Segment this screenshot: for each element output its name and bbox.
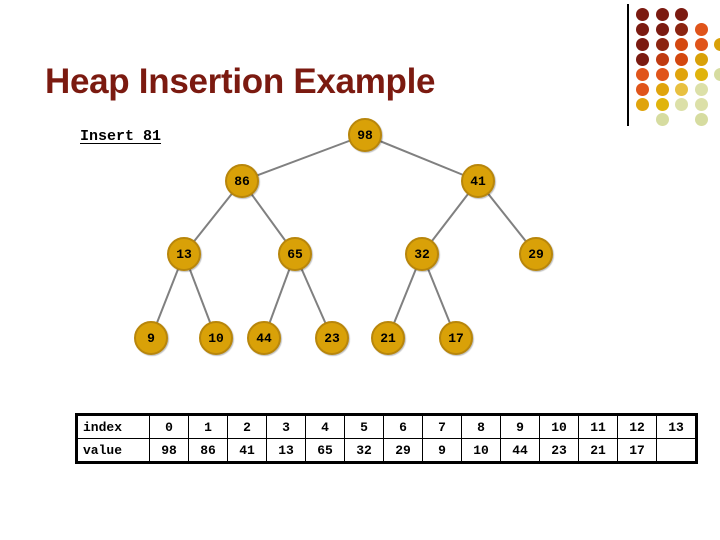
decorative-dot — [636, 68, 649, 81]
tree-node-label: 23 — [324, 330, 340, 346]
decorative-dot — [694, 38, 708, 51]
decorative-dot — [694, 83, 708, 96]
tree-node-label: 86 — [234, 173, 250, 189]
decorative-dot — [675, 53, 688, 66]
tree-node: 44 — [247, 321, 281, 355]
value-cell: 10 — [461, 438, 501, 463]
decorative-dot — [636, 23, 649, 36]
decorative-dot — [694, 98, 708, 111]
tree-edge — [241, 134, 366, 182]
decorative-dot — [694, 53, 708, 66]
decorative-dot — [636, 98, 649, 111]
decorative-dot — [694, 113, 708, 126]
tree-node-label: 65 — [287, 246, 303, 262]
index-cell: 13 — [656, 414, 697, 439]
tree-node: 21 — [371, 321, 405, 355]
decorative-dot — [655, 53, 669, 66]
index-cell: 9 — [500, 414, 540, 439]
tree-node-label: 21 — [380, 330, 396, 346]
tree-node-label: 44 — [256, 330, 272, 346]
decorative-dot — [675, 68, 688, 81]
decorative-dot — [655, 98, 669, 111]
value-cell: 17 — [617, 438, 657, 463]
tree-node: 17 — [439, 321, 473, 355]
tree-node-label: 9 — [147, 330, 155, 346]
tree-edge — [364, 134, 479, 182]
decorative-divider-line — [627, 4, 629, 126]
index-cell: 10 — [539, 414, 579, 439]
decorative-dot — [675, 98, 688, 111]
decorative-dot — [655, 83, 669, 96]
value-cell: 29 — [383, 438, 423, 463]
tree-node: 10 — [199, 321, 233, 355]
decorative-dot — [655, 8, 669, 21]
index-cell: 7 — [422, 414, 462, 439]
decorative-dot — [714, 38, 720, 51]
decorative-dot — [675, 83, 688, 96]
decorative-dot-grid — [636, 8, 720, 126]
tree-node-label: 32 — [414, 246, 430, 262]
value-cell: 86 — [188, 438, 228, 463]
decorative-dot — [655, 38, 669, 51]
value-cell: 9 — [422, 438, 462, 463]
decorative-dot — [694, 23, 708, 36]
tree-node: 98 — [348, 118, 382, 152]
value-cell: 32 — [344, 438, 384, 463]
tree-node: 41 — [461, 164, 495, 198]
decorative-dot — [675, 8, 688, 21]
decorative-dot — [636, 38, 649, 51]
tree-node: 9 — [134, 321, 168, 355]
tree-node-label: 98 — [357, 127, 373, 143]
index-cell: 3 — [266, 414, 306, 439]
value-cell: 65 — [305, 438, 345, 463]
decorative-dot — [655, 23, 669, 36]
index-cell: 1 — [188, 414, 228, 439]
decorative-dot — [655, 113, 669, 126]
value-cell: 44 — [500, 438, 540, 463]
decorative-dot — [675, 23, 688, 36]
index-cell: 11 — [578, 414, 618, 439]
row-label-value: value — [76, 438, 150, 463]
tree-node: 32 — [405, 237, 439, 271]
index-cell: 8 — [461, 414, 501, 439]
index-cell: 4 — [305, 414, 345, 439]
value-cell: 21 — [578, 438, 618, 463]
tree-node: 86 — [225, 164, 259, 198]
value-cell — [656, 438, 697, 463]
value-cell: 41 — [227, 438, 267, 463]
index-cell: 6 — [383, 414, 423, 439]
tree-node-label: 29 — [528, 246, 544, 262]
row-label-index: index — [76, 414, 150, 439]
tree-node-label: 17 — [448, 330, 464, 346]
insert-caption: Insert 81 — [80, 128, 162, 145]
decorative-dot — [694, 68, 708, 81]
value-cell: 13 — [266, 438, 306, 463]
decorative-dot — [636, 8, 649, 21]
tree-node-label: 13 — [176, 246, 192, 262]
decorative-dot — [675, 38, 688, 51]
index-cell: 5 — [344, 414, 384, 439]
value-cell: 23 — [539, 438, 579, 463]
decorative-dot — [714, 68, 720, 81]
page-title: Heap Insertion Example — [45, 62, 436, 101]
tree-node: 65 — [278, 237, 312, 271]
tree-node: 23 — [315, 321, 349, 355]
decorative-dot — [636, 53, 649, 66]
index-cell: 12 — [617, 414, 657, 439]
index-cell: 0 — [149, 414, 189, 439]
tree-node-label: 41 — [470, 173, 486, 189]
decorative-dot — [655, 68, 669, 81]
decorative-dot — [636, 83, 649, 96]
tree-node: 13 — [167, 237, 201, 271]
tree-node-label: 10 — [208, 330, 224, 346]
value-cell: 98 — [149, 438, 189, 463]
tree-node: 29 — [519, 237, 553, 271]
index-cell: 2 — [227, 414, 267, 439]
